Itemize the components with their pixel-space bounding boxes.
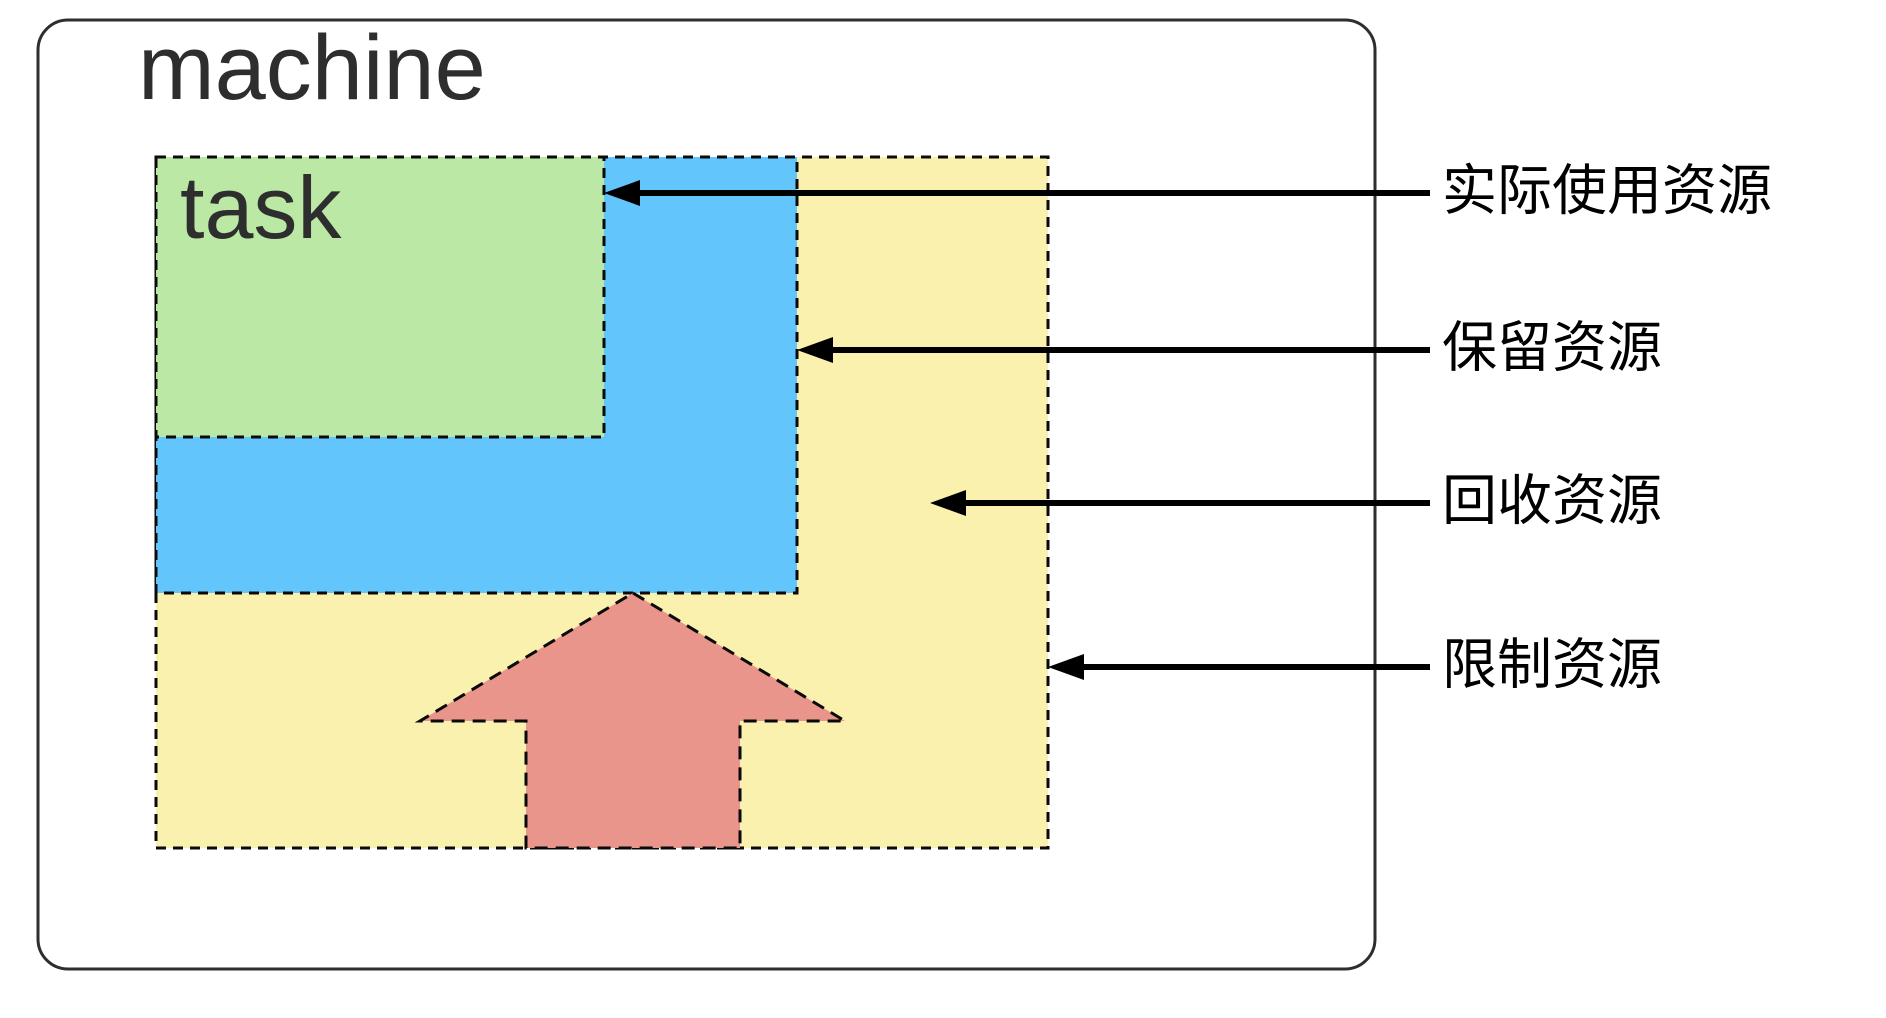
annotation-arrow-reclaim bbox=[930, 490, 1430, 516]
annotation-label-used: 实际使用资源 bbox=[1442, 159, 1773, 222]
task-title: task bbox=[180, 158, 342, 257]
annotation-arrow-limit bbox=[1048, 654, 1430, 680]
reclaim-up-arrow bbox=[414, 591, 851, 850]
used-region bbox=[154, 155, 606, 439]
arrowhead-left-icon bbox=[930, 490, 966, 516]
annotation-label-reserved: 保留资源 bbox=[1442, 316, 1663, 379]
arrowhead-left-icon bbox=[604, 180, 640, 206]
annotation-label-reclaim: 回收资源 bbox=[1442, 469, 1663, 532]
annotation-arrow-used bbox=[604, 180, 1430, 206]
arrowhead-left-icon bbox=[1048, 654, 1084, 680]
machine-title: machine bbox=[138, 17, 486, 119]
arrowhead-left-icon bbox=[797, 337, 833, 363]
annotation-arrow-reserved bbox=[797, 337, 1430, 363]
annotation-label-limit: 限制资源 bbox=[1442, 633, 1663, 696]
